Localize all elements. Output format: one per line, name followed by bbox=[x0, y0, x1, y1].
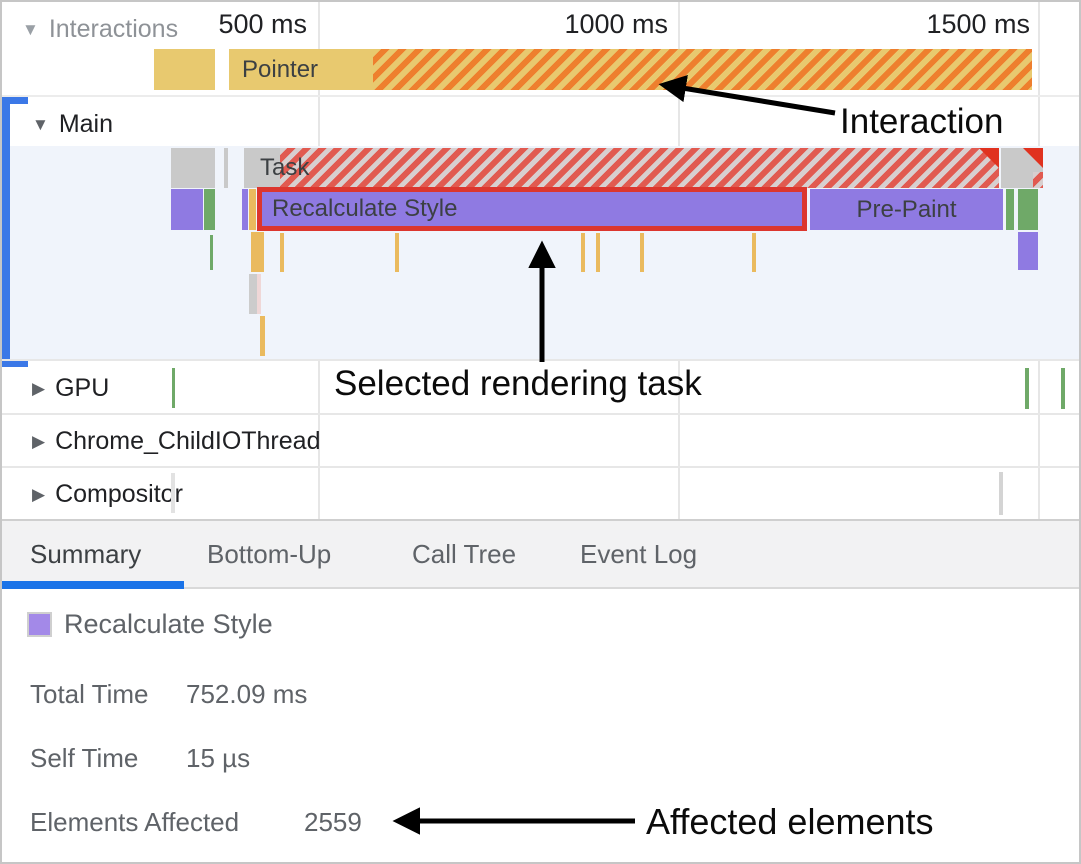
event-color-swatch bbox=[27, 612, 52, 637]
style-event-sliver[interactable] bbox=[242, 189, 248, 230]
ruler-label-500ms: 500 ms bbox=[218, 9, 307, 39]
summary-row-value-total-time: 752.09 ms bbox=[186, 679, 308, 709]
track-header-compositor[interactable]: ▶ Compositor bbox=[32, 480, 183, 509]
event-tick[interactable] bbox=[596, 233, 600, 272]
pointer-bar-label: Pointer bbox=[242, 56, 319, 83]
track-header-gpu[interactable]: ▶ GPU bbox=[32, 374, 109, 403]
expand-triangle-icon: ▶ bbox=[32, 484, 46, 504]
tab-event-log[interactable]: Event Log bbox=[580, 539, 698, 569]
track-label-gpu: GPU bbox=[55, 374, 110, 402]
gpu-event-tick[interactable] bbox=[172, 368, 175, 408]
summary-row-value-elements-affected: 2559 bbox=[304, 807, 362, 837]
track-divider bbox=[2, 466, 1079, 468]
collapse-triangle-icon: ▼ bbox=[32, 114, 49, 134]
annotation-interaction: Interaction bbox=[840, 102, 1004, 141]
pointer-hatched-region bbox=[373, 49, 1032, 90]
task-hatch-fragment bbox=[1033, 172, 1043, 188]
event-tick[interactable] bbox=[260, 316, 265, 356]
long-task-warning-triangle-icon bbox=[979, 148, 999, 168]
track-label-main: Main bbox=[58, 110, 114, 138]
summary-row-value-self-time: 15 µs bbox=[186, 743, 251, 773]
task-bar-right[interactable] bbox=[1001, 148, 1043, 188]
track-header-main[interactable]: ▼ Main bbox=[32, 110, 113, 139]
style-event-bar[interactable] bbox=[171, 189, 203, 230]
paint-event-bar[interactable] bbox=[1018, 189, 1038, 230]
long-task-hatched-region bbox=[280, 148, 999, 188]
details-tab-bar: Summary Bottom-Up Call Tree Event Log bbox=[2, 519, 1079, 589]
track-divider bbox=[2, 359, 1079, 361]
tab-call-tree[interactable]: Call Tree bbox=[412, 539, 517, 569]
summary-row-label: Elements Affected bbox=[30, 807, 240, 837]
summary-row-label: Self Time bbox=[30, 743, 139, 773]
track-header-interactions[interactable]: ▼ Interactions bbox=[22, 15, 178, 44]
track-divider bbox=[2, 413, 1079, 415]
interaction-whisker-bar[interactable] bbox=[154, 49, 215, 90]
nested-event-block[interactable] bbox=[249, 274, 261, 314]
gpu-event-tick[interactable] bbox=[1061, 368, 1065, 409]
event-tick[interactable] bbox=[210, 235, 213, 270]
pre-paint-label: Pre-Paint bbox=[856, 196, 957, 223]
event-tick[interactable] bbox=[280, 233, 284, 272]
task-bar-small[interactable] bbox=[171, 148, 215, 188]
track-label-compositor: Compositor bbox=[55, 480, 183, 508]
annotation-selected-task: Selected rendering task bbox=[334, 364, 702, 403]
task-bar-label: Task bbox=[260, 154, 310, 181]
compositor-event-tick[interactable] bbox=[999, 472, 1003, 515]
event-tick[interactable] bbox=[640, 233, 644, 272]
active-tab-underline bbox=[2, 581, 184, 589]
event-tick[interactable] bbox=[581, 233, 585, 272]
pre-paint-bar[interactable]: Pre-Paint bbox=[810, 189, 1003, 230]
selected-recalculate-style-bar[interactable]: Recalculate Style bbox=[257, 187, 807, 231]
annotation-affected-elements: Affected elements bbox=[646, 801, 934, 842]
gpu-event-tick[interactable] bbox=[1025, 368, 1029, 409]
script-event-sliver[interactable] bbox=[249, 189, 256, 230]
track-label-io: Chrome_ChildIOThread bbox=[55, 427, 321, 455]
style-event-block[interactable] bbox=[1018, 232, 1038, 270]
tab-summary[interactable]: Summary bbox=[30, 539, 142, 569]
track-divider bbox=[2, 95, 1079, 97]
tab-bottom-up[interactable]: Bottom-Up bbox=[207, 539, 332, 569]
event-tick[interactable] bbox=[752, 233, 756, 272]
compositor-event-tick[interactable] bbox=[171, 473, 175, 513]
track-header-io[interactable]: ▶ Chrome_ChildIOThread bbox=[32, 427, 320, 456]
script-event-block[interactable] bbox=[251, 232, 264, 272]
summary-row-label: Total Time bbox=[30, 679, 149, 709]
event-tick[interactable] bbox=[395, 233, 399, 272]
pointer-interaction-bar[interactable]: Pointer bbox=[229, 49, 1032, 90]
expand-triangle-icon: ▶ bbox=[32, 378, 46, 398]
expand-triangle-icon: ▶ bbox=[32, 431, 46, 451]
paint-event-bar[interactable] bbox=[204, 189, 215, 230]
long-task-warning-triangle-icon bbox=[1023, 148, 1043, 168]
paint-event-sliver[interactable] bbox=[1006, 189, 1014, 230]
ruler-label-1500ms: 1500 ms bbox=[926, 9, 1030, 39]
task-bar-sliver[interactable] bbox=[224, 148, 228, 188]
recalculate-style-label: Recalculate Style bbox=[272, 195, 458, 222]
ruler-label-1000ms: 1000 ms bbox=[564, 9, 668, 39]
main-track-selection-bracket bbox=[2, 97, 28, 367]
long-task-bar[interactable]: Task bbox=[244, 148, 999, 188]
track-label-interactions: Interactions bbox=[48, 15, 179, 43]
collapse-triangle-icon: ▼ bbox=[22, 19, 39, 39]
summary-event-title: Recalculate Style bbox=[64, 609, 273, 639]
